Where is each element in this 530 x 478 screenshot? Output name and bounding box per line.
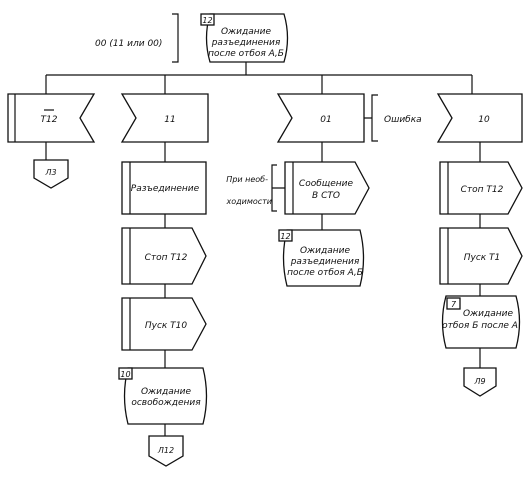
top-state-line-2: разъединения (211, 38, 281, 48)
top-state-number-box (200, 13, 215, 26)
state-10-number: 10 (120, 370, 130, 379)
input-signal-10: 10 (436, 93, 523, 143)
top-state: 12 Ожидание разъединения после отбоя А,Б (200, 13, 289, 63)
connector-l3 (33, 159, 69, 189)
signal-annotation: 00 (11 или 00) (95, 39, 162, 49)
input-signal-t12: T12 (7, 93, 96, 143)
state-12-line-3: после отбоя А,Б (287, 268, 363, 278)
input-11-label: 11 (164, 115, 175, 125)
input-signal-01: 01 (276, 93, 365, 143)
output-message-line-1: Сообщение (299, 179, 354, 189)
output-stop-t12-b: Стоп Т12 (439, 161, 523, 215)
state-7-line-2: отбоя Б после А (442, 321, 518, 331)
top-state-line-1: Ожидание (221, 27, 272, 37)
output-stop-t12-a: Стоп Т12 (121, 227, 207, 285)
connector-l9-label: Л9 (473, 377, 485, 386)
state-10-line-1: Ожидание (141, 387, 192, 397)
top-state-line-3: после отбоя А,Б (208, 49, 284, 59)
output-start-t1-label: Пуск Т1 (464, 253, 501, 263)
signal-bracket (172, 13, 179, 63)
error-comment-bracket (364, 94, 378, 142)
output-start-t1: Пуск Т1 (439, 227, 523, 285)
error-comment: Ошибка (384, 115, 422, 125)
task-disconnect-label: Разъединение (131, 184, 200, 194)
state-12-line-1: Ожидание (300, 246, 351, 256)
comment-line-1: При необ- (226, 175, 268, 184)
top-state-number: 12 (202, 16, 212, 25)
state-wait-b-after-a: 7 Ожидание отбоя Б после А (441, 295, 521, 349)
connector-l3-label: Л3 (44, 168, 56, 177)
output-message-line-2: В СТО (312, 191, 340, 201)
task-disconnect: Разъединение (121, 161, 207, 215)
input-01-label: 01 (320, 115, 331, 125)
need-comment-bracket (271, 164, 285, 212)
state-12-number: 12 (280, 232, 290, 241)
state-12-line-2: разъединения (290, 257, 360, 267)
state-7-number: 7 (451, 300, 457, 309)
output-start-t10: Пуск Т10 (121, 297, 207, 351)
state-10-number-box (118, 367, 133, 380)
state-12-number-box (278, 229, 293, 242)
state-10-line-2: освобождения (131, 398, 201, 408)
state-wait-release: 10 Ожидание освобождения (118, 367, 208, 425)
output-stop-t12-a-label: Стоп Т12 (145, 253, 188, 263)
state-wait-disconnect: 12 Ожидание разъединения после отбоя А,Б (278, 229, 365, 287)
input-10-label: 10 (478, 115, 490, 125)
connector-l12 (148, 435, 184, 467)
input-signal-11: 11 (120, 93, 209, 143)
connector-l9 (463, 367, 497, 397)
state-7-line-1: Ожидание (463, 309, 514, 319)
output-stop-t12-b-label: Стоп Т12 (461, 185, 504, 195)
connector-l12-label: Л12 (157, 446, 174, 455)
state-7-number-box (446, 297, 461, 310)
output-message-sto: Сообщение В СТО (284, 161, 370, 215)
comment-line-2: ходимости (225, 197, 272, 206)
input-t12-label: T12 (41, 115, 58, 125)
output-start-t10-label: Пуск Т10 (145, 321, 188, 331)
